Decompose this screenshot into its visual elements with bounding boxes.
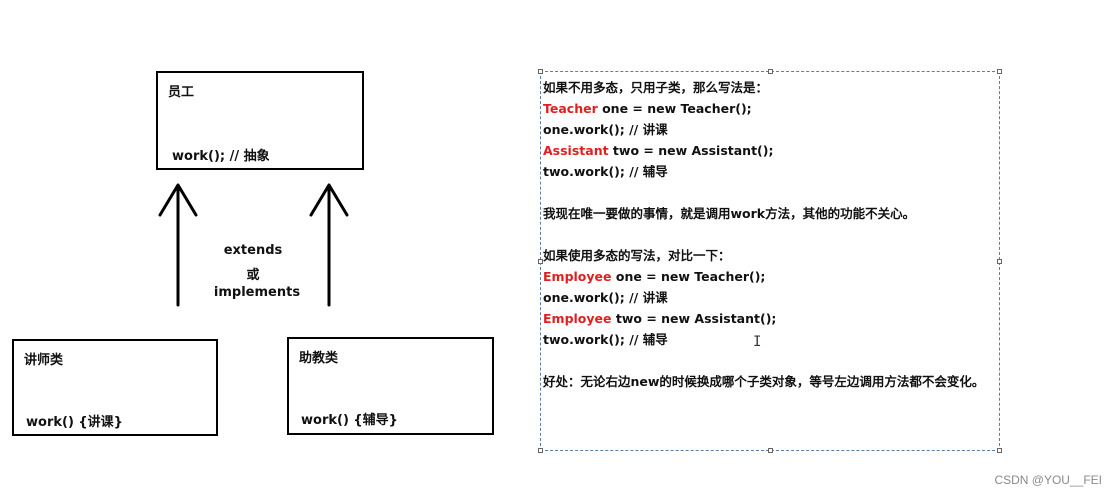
code-text-box[interactable]: 如果不用多态，只用子类，那么写法是： Teacher one = new Tea… — [538, 69, 1002, 453]
code-employee-two-rest: two = new Assistant(); — [611, 311, 777, 326]
note-line-2: 好处：无论右边new的时候换成哪个子类对象，等号左边调用方法都不会变化。 — [543, 374, 985, 389]
code-line-employee-one: Employee one = new Teacher(); — [543, 266, 984, 287]
assistant-work-method: work() {辅导} — [301, 413, 398, 428]
lecturer-class-box: 讲师类 work() {讲课} — [12, 339, 218, 436]
code-line-assistant: Assistant two = new Assistant(); — [543, 140, 984, 161]
lecturer-work-method: work() {讲课} — [26, 415, 123, 430]
lecturer-class-title: 讲师类 — [24, 353, 64, 368]
resize-handle-bottom-right[interactable] — [997, 448, 1002, 453]
resize-handle-bottom-center[interactable] — [768, 448, 773, 453]
type-assistant: Assistant — [543, 143, 609, 158]
code-employee-one-rest: one = new Teacher(); — [611, 269, 766, 284]
arrow-right-head — [309, 183, 349, 217]
code-text: 如果不用多态，只用子类，那么写法是： Teacher one = new Tea… — [543, 77, 984, 392]
employee-work-method: work(); // 抽象 — [172, 149, 270, 164]
assistant-class-box: 助教类 work() {辅导} — [287, 337, 494, 435]
resize-handle-bottom-left[interactable] — [538, 448, 543, 453]
resize-handle-top-left[interactable] — [538, 69, 543, 74]
relation-extends: extends — [223, 243, 283, 258]
code-line-one-work-2: one.work(); // 讲课 — [543, 290, 668, 305]
employee-class-box: 员工 work(); // 抽象 — [156, 71, 364, 170]
intro-line: 如果不用多态，只用子类，那么写法是： — [543, 80, 769, 95]
relation-implements: implements — [213, 285, 301, 300]
arrow-left-head — [158, 183, 198, 217]
assistant-class-title: 助教类 — [299, 351, 339, 366]
code-assistant-rest: two = new Assistant(); — [608, 143, 774, 158]
code-line-teacher: Teacher one = new Teacher(); — [543, 98, 984, 119]
type-teacher: Teacher — [543, 101, 598, 116]
resize-handle-middle-left[interactable] — [538, 259, 543, 264]
code-line-two-work: two.work(); // 辅导 — [543, 164, 668, 179]
resize-handle-middle-right[interactable] — [997, 259, 1002, 264]
code-teacher-rest: one = new Teacher(); — [597, 101, 752, 116]
relation-or: 或 — [246, 268, 260, 283]
type-employee-2: Employee — [543, 311, 612, 326]
note-line-1: 我现在唯一要做的事情，就是调用work方法，其他的功能不关心。 — [543, 206, 916, 221]
type-employee-1: Employee — [543, 269, 612, 284]
text-cursor-icon: I — [753, 334, 762, 350]
intro-line-2: 如果使用多态的写法，对比一下： — [543, 248, 731, 263]
watermark: CSDN @YOU__FEI — [994, 473, 1102, 487]
resize-handle-top-center[interactable] — [768, 69, 773, 74]
code-line-one-work: one.work(); // 讲课 — [543, 122, 668, 137]
employee-class-title: 员工 — [168, 85, 195, 100]
code-line-two-work-2: two.work(); // 辅导 — [543, 332, 668, 347]
code-line-employee-two: Employee two = new Assistant(); — [543, 308, 984, 329]
resize-handle-top-right[interactable] — [997, 69, 1002, 74]
